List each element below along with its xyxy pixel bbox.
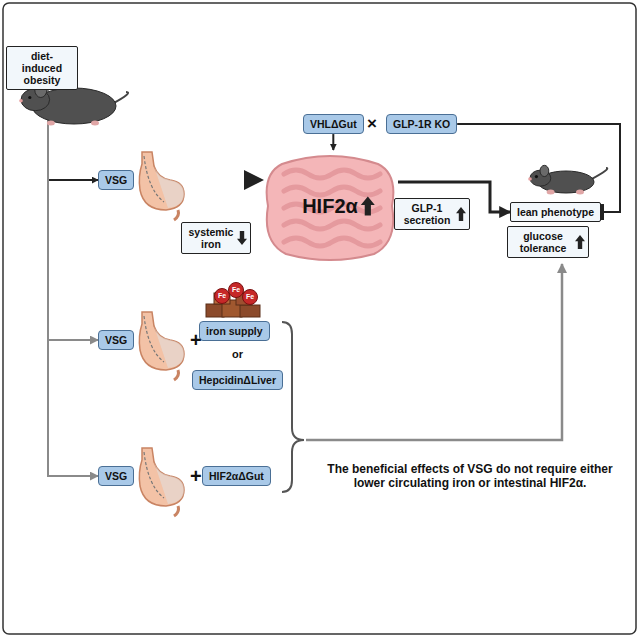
stomach-icon (139, 312, 184, 380)
operator-label: or (232, 348, 243, 361)
condition-box: VSG (98, 170, 134, 190)
condition-box: VSG (98, 466, 134, 486)
node-text: VSG (105, 334, 127, 346)
bracket (282, 322, 304, 492)
stomach-icon (139, 448, 184, 516)
element-symbol: Fe (232, 286, 240, 294)
node-text: systemic iron (188, 226, 234, 250)
outcome-box: diet-induced obesity (6, 46, 78, 90)
frame (3, 3, 636, 634)
iron-pile (206, 283, 260, 318)
connector-arrow (332, 134, 334, 150)
operator-label: + (190, 464, 202, 488)
condition-box: VHLΔGut (303, 114, 364, 134)
stomach-icon (139, 152, 184, 220)
outcome-box: glucose tolerance (507, 226, 589, 258)
condition-box: VSG (98, 330, 134, 350)
connector-arrow (48, 90, 98, 340)
operator-label: × (367, 114, 377, 134)
node-text: HIF2α (302, 195, 358, 218)
node-text: HepcidinΔLiver (199, 374, 276, 386)
node-text: lean phenotype (517, 206, 594, 218)
node-text: diet-induced obesity (13, 50, 71, 86)
node-text: VHLΔGut (310, 118, 357, 130)
condition-box: GLP-1R KO (386, 114, 457, 134)
mouse-figure (528, 165, 607, 194)
node-text: HIF2αΔGut (209, 470, 264, 482)
condition-box: iron supply (199, 321, 270, 341)
result-arrow (306, 264, 562, 440)
node-text: iron supply (206, 325, 263, 337)
condition-box: HIF2αΔGut (202, 466, 271, 486)
element-symbol: Fe (218, 292, 226, 300)
node-text: VSG (105, 470, 127, 482)
intestine-node: HIF2α (262, 150, 398, 262)
connector-arrow (457, 124, 620, 212)
node-text: VSG (105, 174, 127, 186)
node-text: GLP-1 secretion (401, 202, 453, 226)
outcome-box: lean phenotype (510, 202, 601, 222)
outcome-box: systemic iron (181, 222, 251, 254)
element-symbol: Fe (246, 293, 254, 301)
condition-box: HepcidinΔLiver (192, 370, 283, 390)
node-text: GLP-1R KO (393, 118, 450, 130)
outcome-box: GLP-1 secretion (394, 198, 470, 230)
connector-arrow (48, 90, 98, 476)
operator-label: + (190, 328, 202, 352)
conclusion-text: The beneficial effects of VSG do not req… (320, 462, 620, 491)
node-text: glucose tolerance (514, 230, 572, 254)
